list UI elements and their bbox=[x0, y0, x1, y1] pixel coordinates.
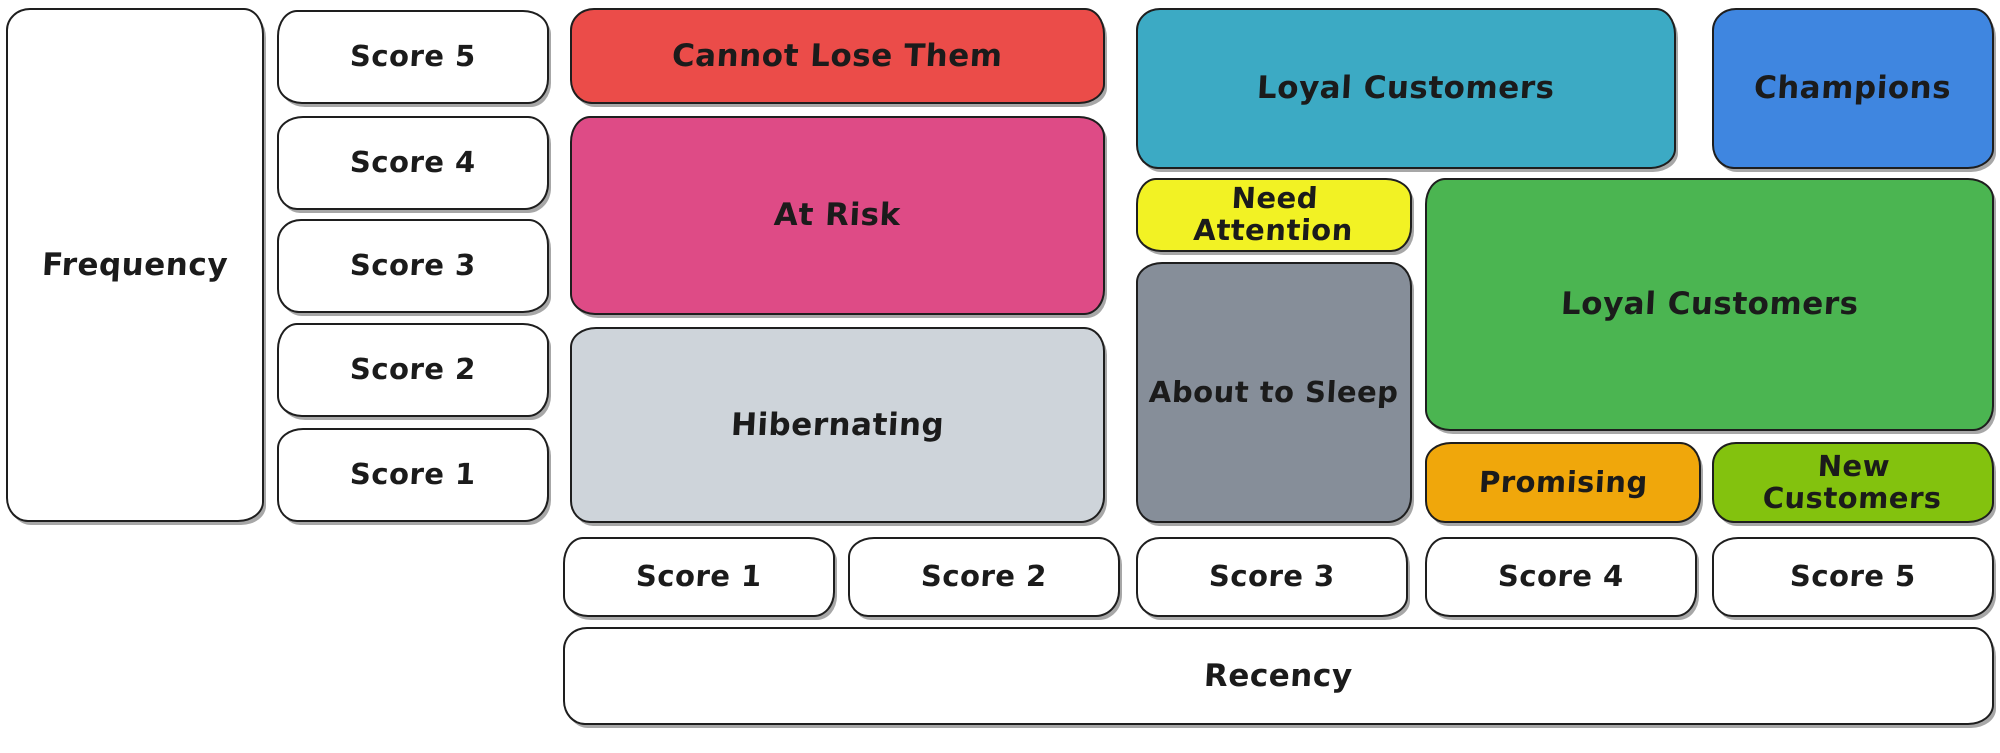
frequency-score-4: Score 4 bbox=[277, 116, 549, 210]
recency-score-3: Score 3 bbox=[1136, 537, 1408, 617]
recency-score-4: Score 4 bbox=[1425, 537, 1697, 617]
frequency-score-1: Score 1 bbox=[277, 428, 549, 522]
frequency-score-2: Score 2 bbox=[277, 323, 549, 417]
segment-loyal-customers-green[interactable]: Loyal Customers bbox=[1425, 178, 1994, 431]
segment-about-to-sleep[interactable]: About to Sleep bbox=[1136, 262, 1412, 523]
recency-axis-text: Recency bbox=[1203, 657, 1354, 694]
frequency-score-5: Score 5 bbox=[277, 10, 549, 104]
segment-hibernating[interactable]: Hibernating bbox=[570, 327, 1105, 523]
frequency-axis-text: Frequency bbox=[41, 246, 229, 283]
recency-score-5: Score 5 bbox=[1712, 537, 1994, 617]
segment-promising[interactable]: Promising bbox=[1425, 442, 1701, 523]
recency-axis-label: Recency bbox=[563, 627, 1994, 725]
segment-champions[interactable]: Champions bbox=[1712, 8, 1994, 169]
segment-need-attention[interactable]: Need Attention bbox=[1136, 178, 1412, 252]
frequency-axis-label: Frequency bbox=[6, 8, 264, 522]
segment-loyal-customers-teal[interactable]: Loyal Customers bbox=[1136, 8, 1676, 169]
frequency-score-3: Score 3 bbox=[277, 219, 549, 313]
recency-score-1: Score 1 bbox=[563, 537, 835, 617]
segment-cannot-lose-them[interactable]: Cannot Lose Them bbox=[570, 8, 1105, 104]
recency-score-2: Score 2 bbox=[848, 537, 1120, 617]
segment-new-customers[interactable]: New Customers bbox=[1712, 442, 1994, 523]
segment-at-risk[interactable]: At Risk bbox=[570, 116, 1105, 315]
